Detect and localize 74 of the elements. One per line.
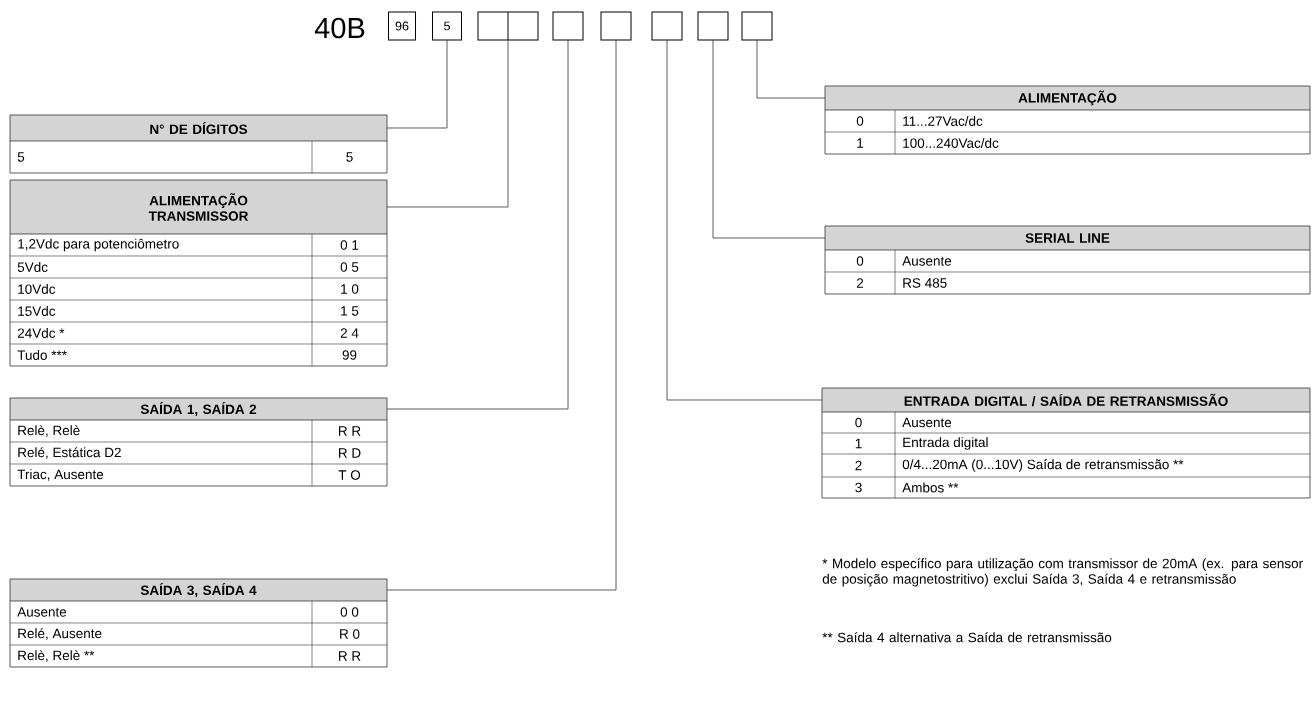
connector-line: [666, 39, 823, 401]
table-cell: 0/4...20mA (0...10V) Saída de retransmissão **: [902, 459, 1184, 472]
table-cell: 24Vdc *: [17, 328, 65, 338]
table-header: SAÍDA 1, SAÍDA 2: [140, 401, 257, 416]
table-header: ALIMENTAÇÃO: [1018, 90, 1117, 106]
table-cell: 100...240Vac/dc: [903, 138, 999, 148]
table-cell: 0 1: [340, 240, 359, 250]
table-cell: 0 0: [340, 607, 359, 617]
connector-line: [386, 39, 617, 591]
table-cell: RS 485: [903, 278, 947, 288]
code-box: 5: [432, 11, 462, 41]
table-cell: R 0: [340, 629, 360, 639]
option-table: [824, 225, 1311, 295]
option-table: [9, 114, 388, 174]
table-cell: R R: [339, 651, 361, 661]
table-cell: 11...27Vac/dc: [903, 116, 983, 126]
table-cell: 10Vdc: [18, 284, 56, 294]
table-cell: Ambos **: [902, 482, 959, 493]
table-cell: 5: [346, 152, 353, 162]
table-cell: 0 5: [340, 262, 359, 272]
table-cell: 99: [342, 350, 357, 360]
table-cell: 0: [856, 116, 864, 126]
table-header: N° DE DÍGITOS: [150, 121, 248, 135]
code-box: [477, 11, 539, 41]
table-cell: Tudo ***: [17, 350, 67, 360]
table-cell: 1 0: [341, 284, 359, 294]
option-table: [9, 578, 388, 668]
code-box: [651, 11, 683, 41]
table-cell: 2: [855, 460, 862, 471]
code-box: [552, 11, 584, 41]
table-header: SAÍDA 3, SAÍDA 4: [140, 582, 257, 597]
connector-line: [386, 39, 569, 410]
table-header: SERIAL LINE: [1025, 233, 1110, 243]
table-cell: 0: [855, 417, 862, 428]
table-cell: 0: [856, 256, 864, 266]
code-prefix: 40B: [314, 17, 365, 39]
table-cell: 15Vdc: [18, 306, 56, 316]
table-cell: T O: [338, 470, 361, 480]
table-cell: 5Vdc: [17, 262, 48, 272]
connector-line: [756, 39, 826, 99]
table-cell: 2 4: [340, 328, 359, 338]
code-box: [741, 11, 773, 41]
option-table: [824, 85, 1311, 155]
connector-line: [386, 39, 509, 208]
table-header: ENTRADA DIGITAL / SAÍDA DE RETRANSMISSÃO: [904, 393, 1228, 407]
table-cell: 1: [855, 438, 862, 449]
table-cell: 3: [855, 482, 862, 493]
table-cell: Ausente: [17, 607, 67, 617]
option-table: [9, 179, 388, 367]
table-cell: Relé, Ausente: [18, 628, 102, 640]
table-cell: 1: [857, 138, 864, 148]
footnote: ** Saída 4 alternativa a Saída de retransmissão: [822, 632, 1112, 643]
table-cell: 1,2Vdc para potenciômetro: [18, 238, 179, 252]
table-cell: Entrada digital: [903, 437, 988, 450]
table-cell: R R: [339, 426, 361, 436]
table-cell: Ausente: [902, 256, 952, 266]
table-cell: 1 5: [341, 306, 359, 316]
option-table: [821, 387, 1311, 499]
code-box: [697, 11, 729, 41]
table-cell: Ausente: [902, 417, 952, 428]
table-cell: R D: [339, 448, 361, 458]
table-header: ALIMENTAÇÃO TRANSMISSOR: [148, 193, 249, 221]
connector-line: [712, 39, 826, 239]
option-table: [9, 397, 388, 487]
table-cell: 5: [17, 152, 25, 162]
table-cell: Relè, Relè: [18, 425, 80, 437]
table-cell: Relè, Relè **: [18, 650, 95, 662]
code-box: 96: [388, 11, 416, 41]
code-box: [600, 11, 632, 41]
table-cell: Relé, Estática D2: [18, 447, 121, 459]
connector-line: [386, 39, 448, 129]
footnote: * Modelo específico para utilização com transmissor de 20mA (ex. para sensor de posição magnetostritivo) exclui Saída 3, Saída 4 e retransmissão: [822, 558, 1303, 587]
table-cell: 2: [856, 278, 864, 288]
table-cell: Triac, Ausente: [17, 469, 104, 481]
